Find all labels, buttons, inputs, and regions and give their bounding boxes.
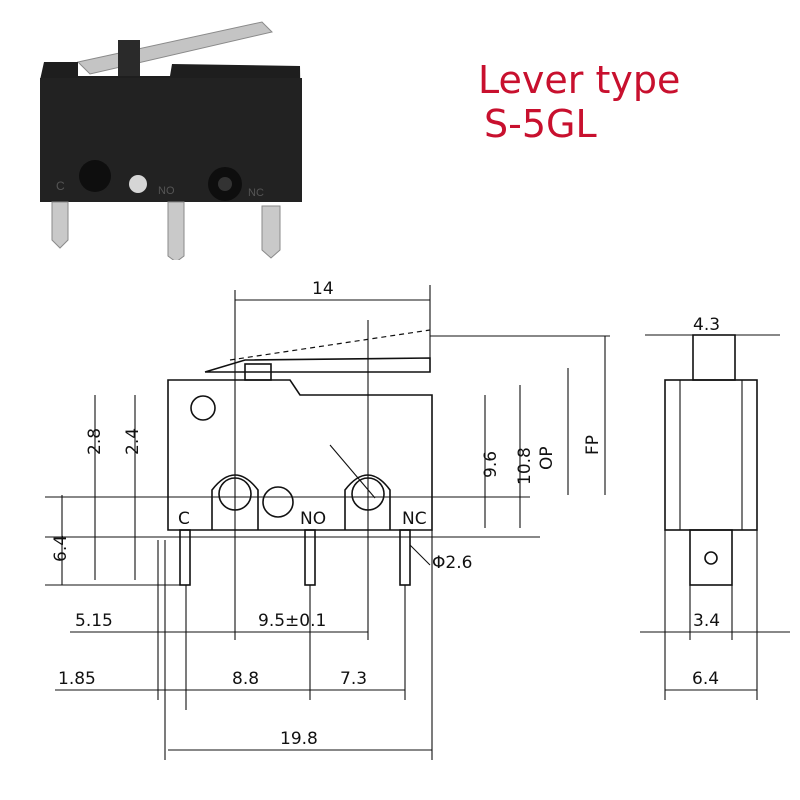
dim-10-8: 10.8 <box>515 447 535 485</box>
microswitch-photo: C NO NC <box>40 21 302 263</box>
photo-mark-c: C <box>56 179 65 193</box>
terminal-no-outline <box>304 529 316 586</box>
terminal-c <box>51 201 69 249</box>
side-body <box>664 379 758 531</box>
lever-free-position <box>229 329 431 361</box>
terminal-c-outline <box>179 529 191 586</box>
terminal-hole <box>704 551 718 565</box>
side-view: 4.3 3.4 6.4 <box>640 315 790 700</box>
dim-terminal-offset: 3.4 <box>693 611 720 631</box>
dim-top-width: 4.3 <box>693 315 720 335</box>
dim-6-4: 6.4 <box>51 535 71 562</box>
product-type-label: Lever type <box>478 58 681 102</box>
title-block: Lever type S-5GL <box>478 58 680 146</box>
dim-9-5: 9.5±0.1 <box>258 611 326 631</box>
actuator-top <box>692 334 736 381</box>
center-hole <box>262 486 294 518</box>
dim-7-3: 7.3 <box>340 669 367 689</box>
dim-9-6: 9.6 <box>481 451 501 478</box>
front-view: C NO NC 14 2.8 2.4 6.4 9.6 10.8 OP FP Φ2… <box>45 279 610 760</box>
terminal-label-no: NO <box>300 509 326 529</box>
mounting-hole-left <box>79 160 111 192</box>
dim-fp: FP <box>583 435 603 455</box>
product-photo: C NO NC <box>0 0 470 263</box>
side-terminal <box>689 529 733 586</box>
dim-overall-width: 19.8 <box>280 729 318 749</box>
terminal-label-c: C <box>178 509 190 529</box>
photo-mark-no: NO <box>158 185 175 197</box>
terminal-label-nc: NC <box>402 509 427 529</box>
switch-body-outline <box>167 379 433 531</box>
photo-mark-nc: NC <box>248 187 264 199</box>
terminal-nc <box>261 205 281 259</box>
terminal-no <box>167 201 185 263</box>
rivet <box>129 175 147 193</box>
lever-arm-outline <box>204 357 431 373</box>
dim-1-85: 1.85 <box>58 669 96 689</box>
terminal-nc-outline <box>399 529 411 586</box>
lever-pivot <box>118 40 140 82</box>
dim-5-15: 5.15 <box>75 611 113 631</box>
product-model-label: S-5GL <box>484 102 597 146</box>
dim-8-8: 8.8 <box>232 669 259 689</box>
dim-2-4: 2.4 <box>123 428 143 455</box>
dim-body-width: 6.4 <box>692 669 719 689</box>
top-hole <box>190 395 216 421</box>
dim-op: OP <box>537 446 557 470</box>
dim-lever-span: 14 <box>312 279 334 299</box>
dim-hole-diameter: Φ2.6 <box>432 553 472 573</box>
dim-2-8: 2.8 <box>85 428 105 455</box>
